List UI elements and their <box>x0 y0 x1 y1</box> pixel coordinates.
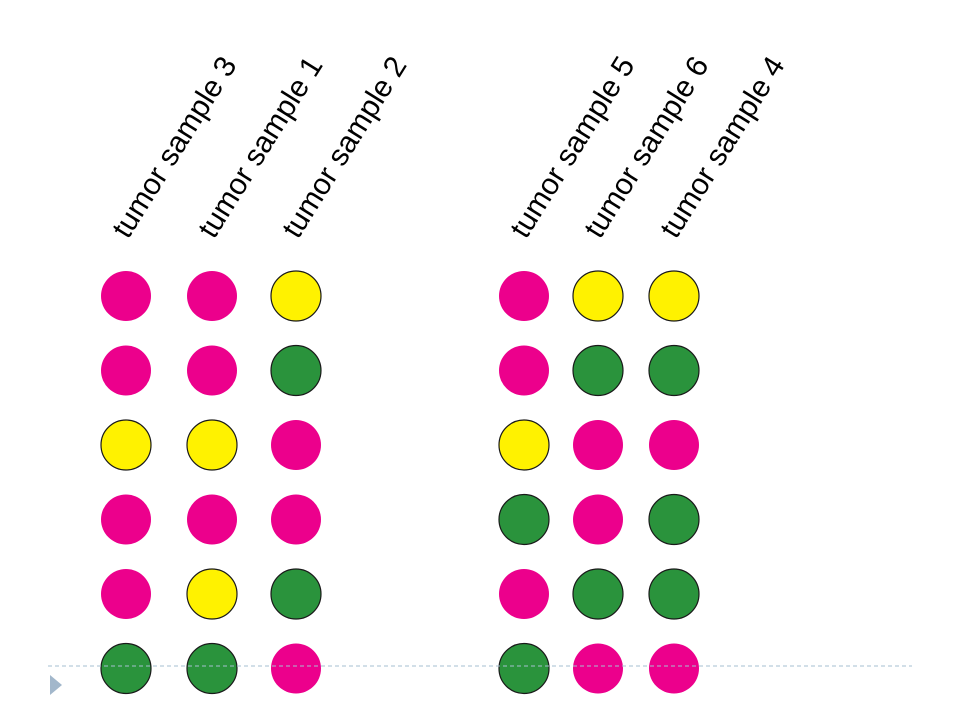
sample-dot-magenta <box>187 271 237 321</box>
sample-dot-green <box>648 344 700 397</box>
sample-dot-magenta <box>499 345 549 396</box>
sample-dot-yellow <box>648 270 700 322</box>
sample-dot-green <box>270 344 322 397</box>
sample-dot-green <box>498 493 550 546</box>
sample-dot-yellow <box>572 270 624 322</box>
sample-dot-yellow <box>100 419 152 471</box>
sample-dot-magenta <box>271 643 321 694</box>
sample-dot-green <box>572 344 624 397</box>
sample-dot-green <box>186 642 238 695</box>
sample-column: tumor sample 2 <box>270 51 413 694</box>
sample-dot-magenta <box>187 345 237 396</box>
sample-dot-magenta <box>271 420 321 470</box>
sample-dot-magenta <box>649 420 699 470</box>
sample-dot-magenta <box>101 494 151 545</box>
sample-dot-magenta <box>573 494 623 545</box>
sample-dot-yellow <box>186 419 238 471</box>
sample-dot-yellow <box>270 270 322 322</box>
sample-column: tumor sample 4 <box>648 51 791 694</box>
sample-dot-green <box>572 568 624 620</box>
sample-dot-magenta <box>101 345 151 396</box>
sample-dot-green <box>498 642 550 695</box>
sample-dot-magenta <box>101 569 151 619</box>
sample-dot-green <box>100 642 152 695</box>
sample-dot-yellow <box>498 419 550 471</box>
sample-dot-green <box>270 568 322 620</box>
sample-dot-yellow <box>186 568 238 620</box>
sample-dot-magenta <box>573 420 623 470</box>
sample-dot-green <box>648 568 700 620</box>
footer <box>48 665 912 695</box>
sample-dot-magenta <box>271 494 321 545</box>
sample-dot-magenta <box>499 271 549 321</box>
sample-dot-green <box>648 493 700 546</box>
sample-dot-magenta <box>649 643 699 694</box>
sample-dot-magenta <box>499 569 549 619</box>
sample-dot-magenta <box>187 494 237 545</box>
sample-dot-magenta <box>573 643 623 694</box>
triangle-right-icon <box>50 675 62 695</box>
sample-dot-magenta <box>101 271 151 321</box>
